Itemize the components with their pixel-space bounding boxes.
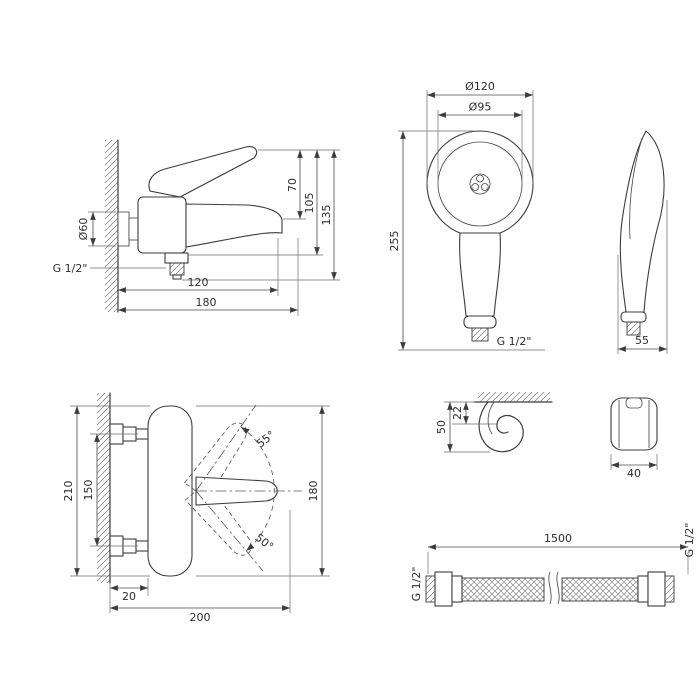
center-nozzle xyxy=(480,183,489,191)
lever-rotation-arc xyxy=(240,426,275,552)
dim-body-front-height: 180 xyxy=(307,481,320,502)
holder-mount-hatching xyxy=(478,392,550,402)
faucet-spout xyxy=(185,203,283,248)
holder-side-dimensions: 22 50 xyxy=(435,401,498,453)
wall-hatching-front xyxy=(97,393,110,583)
label-hose-thread-left: G 1/2" xyxy=(410,567,423,602)
dim-holder-offset: 22 xyxy=(451,406,464,420)
dim-head-outer-diameter: Ø120 xyxy=(465,80,495,93)
view-faucet-front: 55° 50° 210 150 180 20 200 xyxy=(62,392,330,624)
view-handshower-front: Ø120 Ø95 255 G 1/2" xyxy=(388,80,545,351)
handle-thread-nipple xyxy=(471,327,489,342)
faucet-lever xyxy=(148,146,258,198)
hose-right-nut xyxy=(647,571,666,607)
dim-front-total-height: 210 xyxy=(62,481,75,502)
angle-lever-down: 50° xyxy=(252,531,275,553)
holder-front-slot xyxy=(625,397,643,409)
diverter-knob xyxy=(172,274,182,280)
label-hose-thread-right: G 1/2" xyxy=(683,523,696,558)
dim-mount-diameter: Ø60 xyxy=(77,218,90,241)
diverter-base xyxy=(164,252,189,264)
side-end-cap xyxy=(620,311,647,323)
view-handshower-side: 55 xyxy=(617,130,668,354)
faucet-side-dimensions: Ø60 G 1/2" 70 105 135 120 180 xyxy=(53,149,340,316)
holder-front-dimensions: 40 xyxy=(610,454,658,480)
side-thread-nipple xyxy=(626,321,641,336)
dim-total-projection: 180 xyxy=(196,296,217,309)
handshower-dimensions: Ø120 Ø95 255 G 1/2" xyxy=(388,80,545,351)
dim-wall-gap: 20 xyxy=(122,590,136,603)
dim-hose-length: 1500 xyxy=(544,532,572,545)
hose-braided-segment-right xyxy=(561,577,639,602)
shower-handle xyxy=(459,232,501,317)
shower-side-profile xyxy=(619,130,665,313)
view-holder-front: 40 xyxy=(610,397,658,480)
view-hose: 1500 G 1/2" G 1/2" xyxy=(410,523,696,607)
view-faucet-side: Ø60 G 1/2" 70 105 135 120 180 xyxy=(53,139,340,316)
wall-hatching xyxy=(105,140,118,312)
lever-axis-down xyxy=(195,490,264,572)
view-holder-side: 22 50 xyxy=(435,392,553,453)
label-shower-thread: G 1/2" xyxy=(497,335,532,348)
lever-axis-up xyxy=(195,404,257,492)
center-nozzle xyxy=(476,174,484,183)
dim-holder-height: 50 xyxy=(435,420,448,434)
hose-left-nut xyxy=(434,571,453,607)
dim-spout-projection: 120 xyxy=(188,276,209,289)
dim-inlet-centers: 150 xyxy=(82,480,95,501)
mount-flange xyxy=(117,211,130,247)
dim-head-depth: 55 xyxy=(635,334,649,347)
handle-end-cap xyxy=(463,315,497,329)
holder-hook-inner xyxy=(487,401,495,435)
faucet-front-dimensions: 210 150 180 20 200 xyxy=(62,405,330,624)
faucet-body xyxy=(137,196,187,254)
dim-shower-length: 255 xyxy=(388,231,401,252)
handshower-side-dimensions: 55 xyxy=(617,200,668,354)
hose-right-collar xyxy=(637,575,649,603)
hose-left-collar xyxy=(451,575,463,603)
holder-front-side-lines xyxy=(618,400,650,448)
angle-lever-up: 55° xyxy=(254,428,277,450)
dim-face-diameter: Ø95 xyxy=(469,101,492,114)
label-thread-size: G 1/2" xyxy=(53,262,88,275)
hose-break-symbol xyxy=(548,571,560,605)
diverter-thread xyxy=(169,262,185,276)
hose-left-nipple xyxy=(425,575,436,603)
dim-spout-height: 70 xyxy=(286,178,299,192)
hose-right-nipple xyxy=(664,575,675,603)
holder-hook-profile xyxy=(478,401,524,453)
hose-braided-segment-left xyxy=(461,577,545,602)
shower-faceplate-edge xyxy=(629,137,643,240)
mount-neck xyxy=(128,217,139,241)
faucet-front-body xyxy=(147,405,193,577)
center-nozzle xyxy=(471,183,480,191)
dim-front-total-width: 200 xyxy=(190,611,211,624)
dim-total-height: 135 xyxy=(320,205,333,226)
dim-holder-width: 40 xyxy=(627,467,641,480)
dim-body-height: 105 xyxy=(303,193,316,214)
shower-center-ring xyxy=(469,173,491,195)
